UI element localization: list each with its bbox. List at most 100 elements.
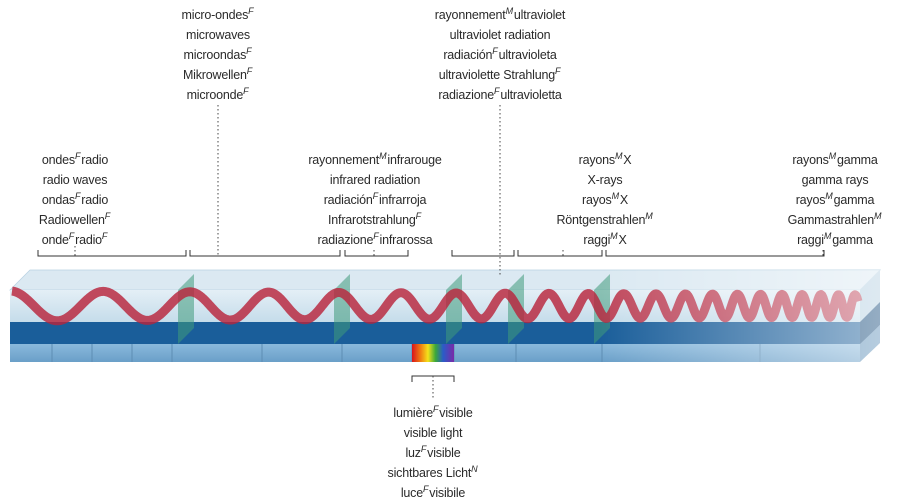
term-line: ultraviolet radiation [405,25,595,45]
term-word: infrarroja [378,193,427,207]
bracket [517,250,603,257]
gender-marker: F [494,86,500,96]
gender-marker: M [379,151,387,161]
term-word: radio [81,193,109,207]
term-word: rayons [792,153,829,167]
gender-marker: M [828,151,837,161]
term-line: sichtbares LichtN [363,463,503,483]
term-word: rayons [578,153,616,167]
term-line: raggiMX [540,230,670,250]
term-word: Radiowellen [38,213,105,227]
term-line: rayonsMgamma [770,150,900,170]
term-word: infrared radiation [329,173,421,187]
term-word: rayonnement [434,8,506,22]
tube-fade [600,270,880,362]
term-line: rayonnementMinfrarouge [285,150,465,170]
term-line: radiaciónFinfrarroja [285,190,465,210]
term-word: ultraviolette Strahlung [438,68,556,82]
term-line: RadiowellenF [10,210,140,230]
term-word: ondas [41,193,75,207]
term-line: radiazioneFinfrarossa [285,230,465,250]
term-word: ultravioleta [498,48,557,62]
term-word: X [619,193,629,207]
gender-marker: F [432,404,439,414]
term-word: microondas [183,48,247,62]
gender-marker: F [373,231,379,241]
term-word: X [618,233,627,247]
term-word: X-rays [587,173,623,187]
bracket [451,250,515,257]
term-line: microondeF [153,85,283,105]
term-line: radiaciónFultravioleta [405,45,595,65]
term-line: micro-ondesF [153,5,283,25]
term-word: ondes [41,153,75,167]
leader-lines [74,105,824,400]
term-word: Gammastrahlen [787,213,875,227]
term-word: radiación [443,48,493,62]
term-line: microondasF [153,45,283,65]
term-line: radio waves [10,170,140,190]
term-word: rayonnement [308,153,380,167]
term-line: microwaves [153,25,283,45]
gender-marker: F [101,231,108,241]
gender-marker: F [68,231,75,241]
gender-marker: N [471,464,478,474]
term-line: infrared radiation [285,170,465,190]
gender-marker: F [243,86,249,96]
gender-marker: F [246,66,253,76]
term-line: luceFvisibile [363,483,503,503]
term-line: RöntgenstrahlenM [540,210,670,230]
term-word: visible [439,406,473,420]
term-word: Infrarotstrahlung [328,213,416,227]
term-line: visible light [363,423,503,443]
term-word: radiazione [317,233,374,247]
term-word: radiación [323,193,373,207]
gender-marker: M [823,231,832,241]
term-line: lumièreFvisible [363,403,503,423]
gender-marker: M [645,211,653,221]
term-line: rayosMX [540,190,670,210]
term-word: gamma [833,193,875,207]
term-word: visibile [429,486,466,500]
term-line: radiazioneFultravioletta [405,85,595,105]
term-line: ultraviolette StrahlungF [405,65,595,85]
gender-marker: F [422,484,429,494]
term-word: X [623,153,632,167]
term-line: gamma rays [770,170,900,190]
term-line: ondasFradio [10,190,140,210]
gender-marker: F [74,151,81,161]
term-word: rayos [581,193,612,207]
gender-marker: M [874,211,882,221]
gender-marker: F [555,66,561,76]
term-word: gamma [836,153,878,167]
term-line: MikrowellenF [153,65,283,85]
term-word: Röntgenstrahlen [556,213,646,227]
term-line: ondesFradio [10,150,140,170]
term-word: onde [41,233,69,247]
term-line: luzFvisible [363,443,503,463]
term-word: radiazione [438,88,495,102]
gender-marker: F [74,191,81,201]
term-word: ultravioletta [500,88,562,102]
term-line: ondeFradioF [10,230,140,250]
gender-marker: M [610,231,618,241]
term-line: rayosMgamma [770,190,900,210]
term-word: visible [427,446,461,460]
term-word: visible light [403,426,463,440]
term-word: micro-ondes [181,8,249,22]
bracket [189,250,341,257]
term-word: radio waves [42,173,108,187]
term-word: radio [81,153,109,167]
term-line: raggiMgamma [770,230,900,250]
gender-marker: F [420,444,427,454]
term-word: rayos [795,193,826,207]
term-word: infrarouge [387,153,442,167]
term-line: X-rays [540,170,670,190]
gender-marker: F [248,6,254,16]
